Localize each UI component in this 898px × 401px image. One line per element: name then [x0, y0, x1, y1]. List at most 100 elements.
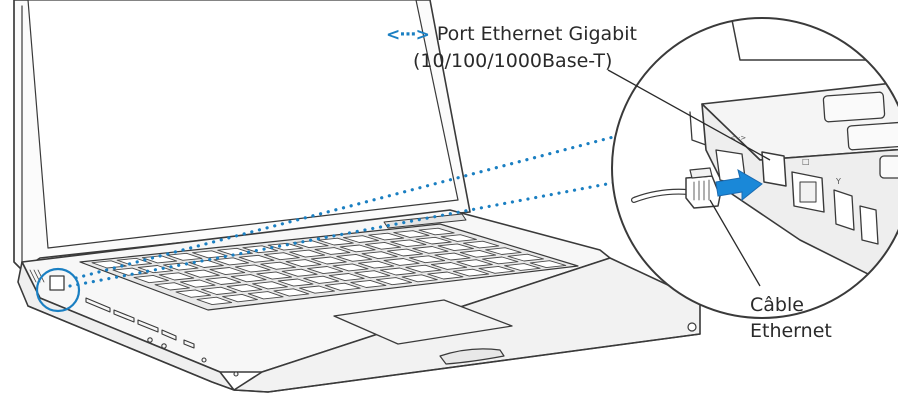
insertion-arrow [715, 168, 763, 202]
keyboard-key [192, 250, 228, 259]
inset-port-glyph-3: Y [835, 177, 841, 186]
keyboard-key [336, 253, 373, 262]
keyboard-key [354, 270, 391, 279]
leader-lines [607, 69, 771, 287]
keyboard-key [222, 293, 258, 303]
inset-port-glyph-2: □ [802, 157, 810, 166]
keyboard-key [230, 274, 267, 283]
keyboard-key [390, 239, 427, 248]
keyboard-key [209, 267, 246, 276]
keyboard-key [485, 247, 522, 255]
keyboard-key [437, 243, 474, 252]
keyboard-key [213, 257, 250, 266]
inset-ethernet-port [761, 151, 787, 187]
keyboard-key [285, 259, 322, 268]
ethernet-plug-contacts [693, 179, 710, 201]
keyboard-key [415, 236, 452, 245]
sleep-indicator [687, 322, 697, 332]
keyboard-key [507, 253, 544, 262]
port-audio-3 [201, 357, 207, 363]
keyboard-key [375, 277, 413, 286]
port-audio-2 [161, 343, 167, 349]
keyboard-key [452, 268, 490, 277]
connector-dotted-lines [68, 128, 642, 288]
magnified-inset: <··> □ Y [611, 17, 898, 319]
inset-port-usb [859, 205, 879, 245]
keyboard-key [238, 254, 275, 263]
keyboard-key [175, 289, 212, 298]
keyboard-key [166, 252, 203, 261]
keyboard-key [328, 273, 365, 282]
keyboard-key [91, 260, 127, 269]
laptop-ethernet-port [49, 275, 65, 291]
keyboard-key [332, 263, 369, 272]
dotted-line-upper [74, 128, 642, 280]
keyboard-key [393, 230, 430, 238]
keyboard-key [358, 260, 395, 269]
keyboard-key [368, 232, 405, 241]
keyboard-key [163, 262, 199, 271]
keyboard-key [277, 278, 314, 287]
keyboard-key [299, 285, 335, 294]
port-slot-2 [113, 309, 135, 323]
keyboard-key [247, 291, 284, 300]
keyboard-key [281, 268, 318, 277]
ethernet-port-icon: <···> [386, 25, 430, 45]
keyboard-key [226, 284, 263, 293]
port-audio-4 [233, 371, 239, 377]
keyboard-key [273, 288, 310, 297]
keyboard-key [307, 266, 344, 275]
keyboard-key [317, 237, 354, 246]
keyboard-keys [91, 227, 567, 306]
keyboard-key [430, 262, 468, 270]
ethernet-port-label: <···>Port Ethernet Gigabit (10/100/1000B… [386, 21, 637, 74]
dotted-line-lower [68, 178, 630, 288]
port-slot-1 [85, 297, 111, 313]
port-audio-1 [147, 337, 153, 343]
keyboard-key [463, 240, 500, 249]
keyboard-key [260, 261, 296, 270]
keyboard-key [365, 241, 401, 250]
keyboard-key [116, 257, 152, 266]
ethernet-plug-tab [689, 167, 713, 179]
keyboard-key [242, 245, 279, 254]
keyboard-key [184, 269, 220, 278]
keyboard-key [504, 263, 541, 271]
inset-key-3 [879, 155, 898, 179]
keyboard-key [408, 255, 446, 264]
keyboard-key [158, 272, 195, 281]
leader-port [607, 69, 771, 161]
keyboard-key [343, 235, 379, 243]
laptop-display [27, 0, 459, 249]
port-slot-5 [183, 339, 195, 349]
inset-lid-corner [729, 18, 898, 61]
inset-key-1 [822, 91, 886, 123]
leader-cable [709, 199, 761, 287]
keyboard-key [324, 282, 361, 291]
keyboard-key [339, 244, 376, 253]
keyboard-key [386, 248, 424, 257]
keyboard-key [310, 256, 347, 265]
keyboard-key [289, 249, 326, 258]
ethernet-cable-label-line1: Câble [750, 294, 804, 316]
keyboard-key [405, 264, 442, 273]
keyboard-key [234, 264, 271, 273]
port-highlight-circle [35, 267, 81, 313]
inset-display-port-inner [799, 181, 817, 203]
laptop-lid-edge [13, 0, 23, 271]
inset-port-glyph-1: <··> [730, 134, 746, 142]
keyboard-key [401, 274, 438, 283]
ethernet-cable-core [632, 189, 690, 202]
keyboard-key [264, 252, 300, 261]
keyboard-key [459, 249, 497, 258]
keyboard-key [179, 279, 216, 288]
keyboard-key [217, 247, 253, 256]
keyboard-key [133, 274, 169, 284]
ethernet-port-label-line2: (10/100/1000Base-T) [413, 50, 613, 72]
keyboard-key [303, 275, 340, 284]
keyboard-key [478, 265, 515, 274]
keyboard-key [440, 234, 477, 242]
keyboard-key [529, 260, 567, 269]
laptop-latch [439, 348, 505, 365]
